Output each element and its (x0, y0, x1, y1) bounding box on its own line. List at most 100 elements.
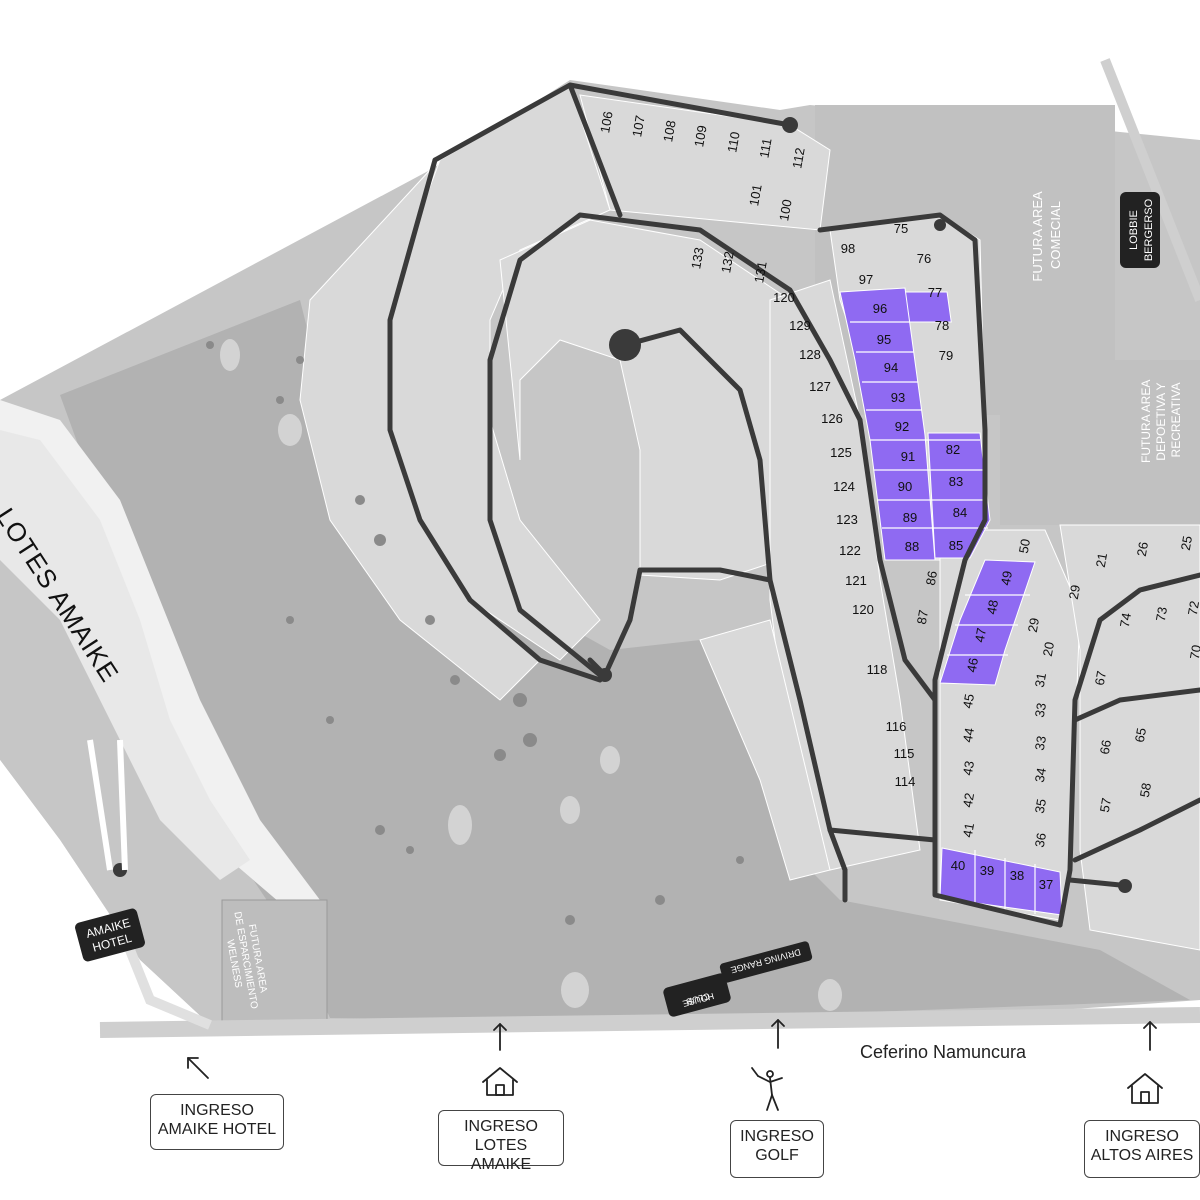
road-outer-loop (432, 82, 793, 218)
lot-number-131[interactable]: 131 (751, 260, 770, 284)
lot-number-76[interactable]: 76 (917, 251, 931, 266)
lot-number-66[interactable]: 66 (1097, 739, 1114, 756)
lot-number-85[interactable]: 85 (949, 538, 963, 553)
hotel-badge[interactable]: AMAIKE HOTEL (74, 907, 146, 962)
lot-number-90[interactable]: 90 (898, 479, 912, 494)
lot-number-124[interactable]: 124 (833, 479, 855, 494)
road-connector (857, 417, 938, 703)
lot-number-70[interactable]: 70 (1187, 644, 1200, 661)
road-east-vertical (817, 212, 1063, 928)
lot-number-108[interactable]: 108 (660, 119, 679, 143)
lot-number-89[interactable]: 89 (903, 510, 917, 525)
lot-number-97[interactable]: 97 (859, 272, 873, 287)
lot-number-65[interactable]: 65 (1132, 727, 1149, 744)
lot-number-127[interactable]: 127 (809, 379, 831, 394)
lot-number-96[interactable]: 96 (873, 301, 887, 316)
lot-number-49[interactable]: 49 (998, 570, 1015, 587)
lot-number-29[interactable]: 29 (1025, 617, 1042, 634)
lot-number-34[interactable]: 34 (1032, 767, 1049, 784)
entrance-altos-aires[interactable]: INGRESO ALTOS AIRES (1084, 1120, 1200, 1178)
entrance-golf[interactable]: INGRESO GOLF (730, 1120, 824, 1178)
lot-number-42[interactable]: 42 (960, 792, 977, 809)
lot-number-35[interactable]: 35 (1032, 798, 1049, 815)
lot-number-33[interactable]: 33 (1032, 702, 1049, 719)
lot-number-126[interactable]: 126 (821, 411, 843, 426)
lot-number-41[interactable]: 41 (960, 822, 977, 839)
lot-number-106[interactable]: 106 (597, 110, 616, 134)
lot-number-45[interactable]: 45 (960, 693, 977, 710)
lot-number-72[interactable]: 72 (1185, 600, 1200, 617)
lot-number-79[interactable]: 79 (939, 348, 953, 363)
lot-number-38[interactable]: 38 (1010, 868, 1024, 883)
sports-area-label: FUTURA AREA DEPOETIVA Y RECREATIVA (1139, 377, 1183, 463)
lot-number-115[interactable]: 115 (894, 746, 915, 761)
clubhouse-badge[interactable]: HOUSE CLUB (662, 972, 732, 1018)
lot-number-40[interactable]: 40 (951, 858, 965, 873)
lot-number-44[interactable]: 44 (960, 727, 977, 744)
lots-82-85-highlight[interactable] (927, 432, 991, 559)
lot-number-29[interactable]: 29 (1066, 584, 1083, 601)
lot-number-36[interactable]: 36 (1032, 832, 1049, 849)
lot-number-129[interactable]: 129 (789, 318, 811, 333)
lot-number-37[interactable]: 37 (1039, 877, 1053, 892)
tree (513, 693, 527, 707)
road-east-branch (1067, 687, 1200, 888)
lot-number-133[interactable]: 133 (688, 246, 707, 270)
lot-number-132[interactable]: 132 (718, 250, 737, 274)
lot-number-87[interactable]: 87 (914, 609, 931, 626)
entrance-amaike-hotel[interactable]: INGRESO AMAIKE HOTEL (150, 1094, 284, 1150)
lot-number-47[interactable]: 47 (972, 627, 989, 644)
lot-number-25[interactable]: 25 (1178, 535, 1195, 552)
lot-number-75[interactable]: 75 (894, 221, 908, 236)
lot-number-91[interactable]: 91 (901, 449, 915, 464)
lot-number-122[interactable]: 122 (839, 543, 861, 558)
lot-number-123[interactable]: 123 (836, 512, 858, 527)
entrance-lotes-amaike-line1: INGRESO (464, 1118, 538, 1135)
lots-88-96-highlight[interactable] (839, 287, 936, 561)
lot-number-39[interactable]: 39 (980, 863, 994, 878)
lot-number-57[interactable]: 57 (1097, 797, 1114, 814)
lot-number-21[interactable]: 21 (1093, 552, 1110, 569)
lot-number-111[interactable]: 111 (756, 137, 774, 159)
lot-number-77[interactable]: 77 (928, 285, 942, 300)
lot-number-120[interactable]: 120 (773, 290, 795, 305)
lot-number-118[interactable]: 118 (867, 662, 888, 677)
lot-number-82[interactable]: 82 (946, 442, 960, 457)
lot-number-109[interactable]: 109 (691, 124, 710, 148)
lot-number-110[interactable]: 110 (724, 131, 742, 154)
lot-number-33[interactable]: 33 (1032, 735, 1049, 752)
lot-number-20[interactable]: 20 (1040, 641, 1057, 658)
entrance-lotes-amaike[interactable]: INGRESO LOTES AMAIKE (438, 1110, 564, 1173)
lot-number-50[interactable]: 50 (1016, 538, 1033, 555)
lot-number-58[interactable]: 58 (1137, 782, 1154, 799)
lot-number-95[interactable]: 95 (877, 332, 891, 347)
lot-number-128[interactable]: 128 (799, 347, 821, 362)
lot-number-83[interactable]: 83 (949, 474, 963, 489)
lot-number-74[interactable]: 74 (1117, 612, 1134, 629)
lot-number-86[interactable]: 86 (923, 570, 940, 587)
lot-number-107[interactable]: 107 (629, 114, 648, 138)
lot-number-73[interactable]: 73 (1153, 606, 1170, 623)
lot-number-46[interactable]: 46 (964, 657, 981, 674)
lot-number-31[interactable]: 31 (1032, 672, 1049, 689)
lot-number-67[interactable]: 67 (1092, 670, 1109, 687)
lot-number-125[interactable]: 125 (830, 445, 852, 460)
lot-number-98[interactable]: 98 (841, 241, 855, 256)
lot-number-88[interactable]: 88 (905, 539, 919, 554)
lot-number-121[interactable]: 121 (845, 573, 867, 588)
lot-number-26[interactable]: 26 (1134, 541, 1151, 558)
lot-number-112[interactable]: 112 (789, 147, 807, 170)
lot-number-100[interactable]: 100 (776, 198, 795, 222)
lot-number-43[interactable]: 43 (960, 760, 977, 777)
lot-number-48[interactable]: 48 (984, 599, 1001, 616)
lot-number-94[interactable]: 94 (884, 360, 898, 375)
lots-46-49-highlight[interactable] (939, 559, 1036, 686)
lot-number-92[interactable]: 92 (895, 419, 909, 434)
lot-number-78[interactable]: 78 (935, 318, 949, 333)
lot-number-116[interactable]: 116 (886, 719, 907, 734)
lot-number-84[interactable]: 84 (953, 505, 967, 520)
lot-number-101[interactable]: 101 (746, 183, 765, 207)
lot-number-93[interactable]: 93 (891, 390, 905, 405)
lot-number-120[interactable]: 120 (852, 602, 874, 617)
lot-number-114[interactable]: 114 (895, 774, 916, 789)
